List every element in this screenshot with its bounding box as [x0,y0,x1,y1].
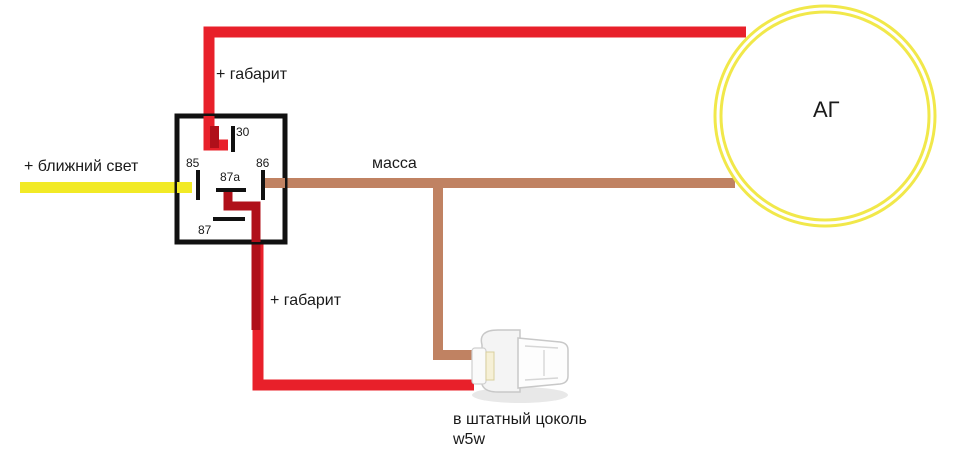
w5w-bulb-image [471,329,569,403]
pin30-label: 30 [236,125,250,139]
ground-label: масса [372,155,417,172]
pin30-contact [231,126,235,152]
low-beam-wire [20,182,192,193]
pin30-stub-dark-inner [210,126,219,148]
parking-wire-top-inner [203,116,228,151]
pin85-label: 85 [186,156,200,170]
pin86-contact [261,170,265,200]
pin87a-label: 87a [220,170,240,184]
socket-label-line2: w5w [452,431,485,448]
pin87-contact [213,217,245,221]
pin87a-stub-inner [223,192,261,242]
ag-ring-outer [713,4,937,228]
parking-label-bottom: + габарит [270,292,342,309]
pin85-contact [196,170,200,200]
low-beam-wire-inner [177,182,192,193]
ground-wire-branch [433,183,472,360]
parking-label-top: + габарит [216,66,288,83]
ag-label: АГ [813,97,840,122]
pin87-label: 87 [198,223,212,237]
low-beam-label: + ближний свет [24,158,139,175]
ag-ring-inner [719,10,931,222]
parking-wire-top [203,26,746,151]
pin86-label: 86 [256,156,270,170]
socket-label-line1: в штатный цоколь [453,411,587,428]
pin87a-contact [216,188,246,192]
